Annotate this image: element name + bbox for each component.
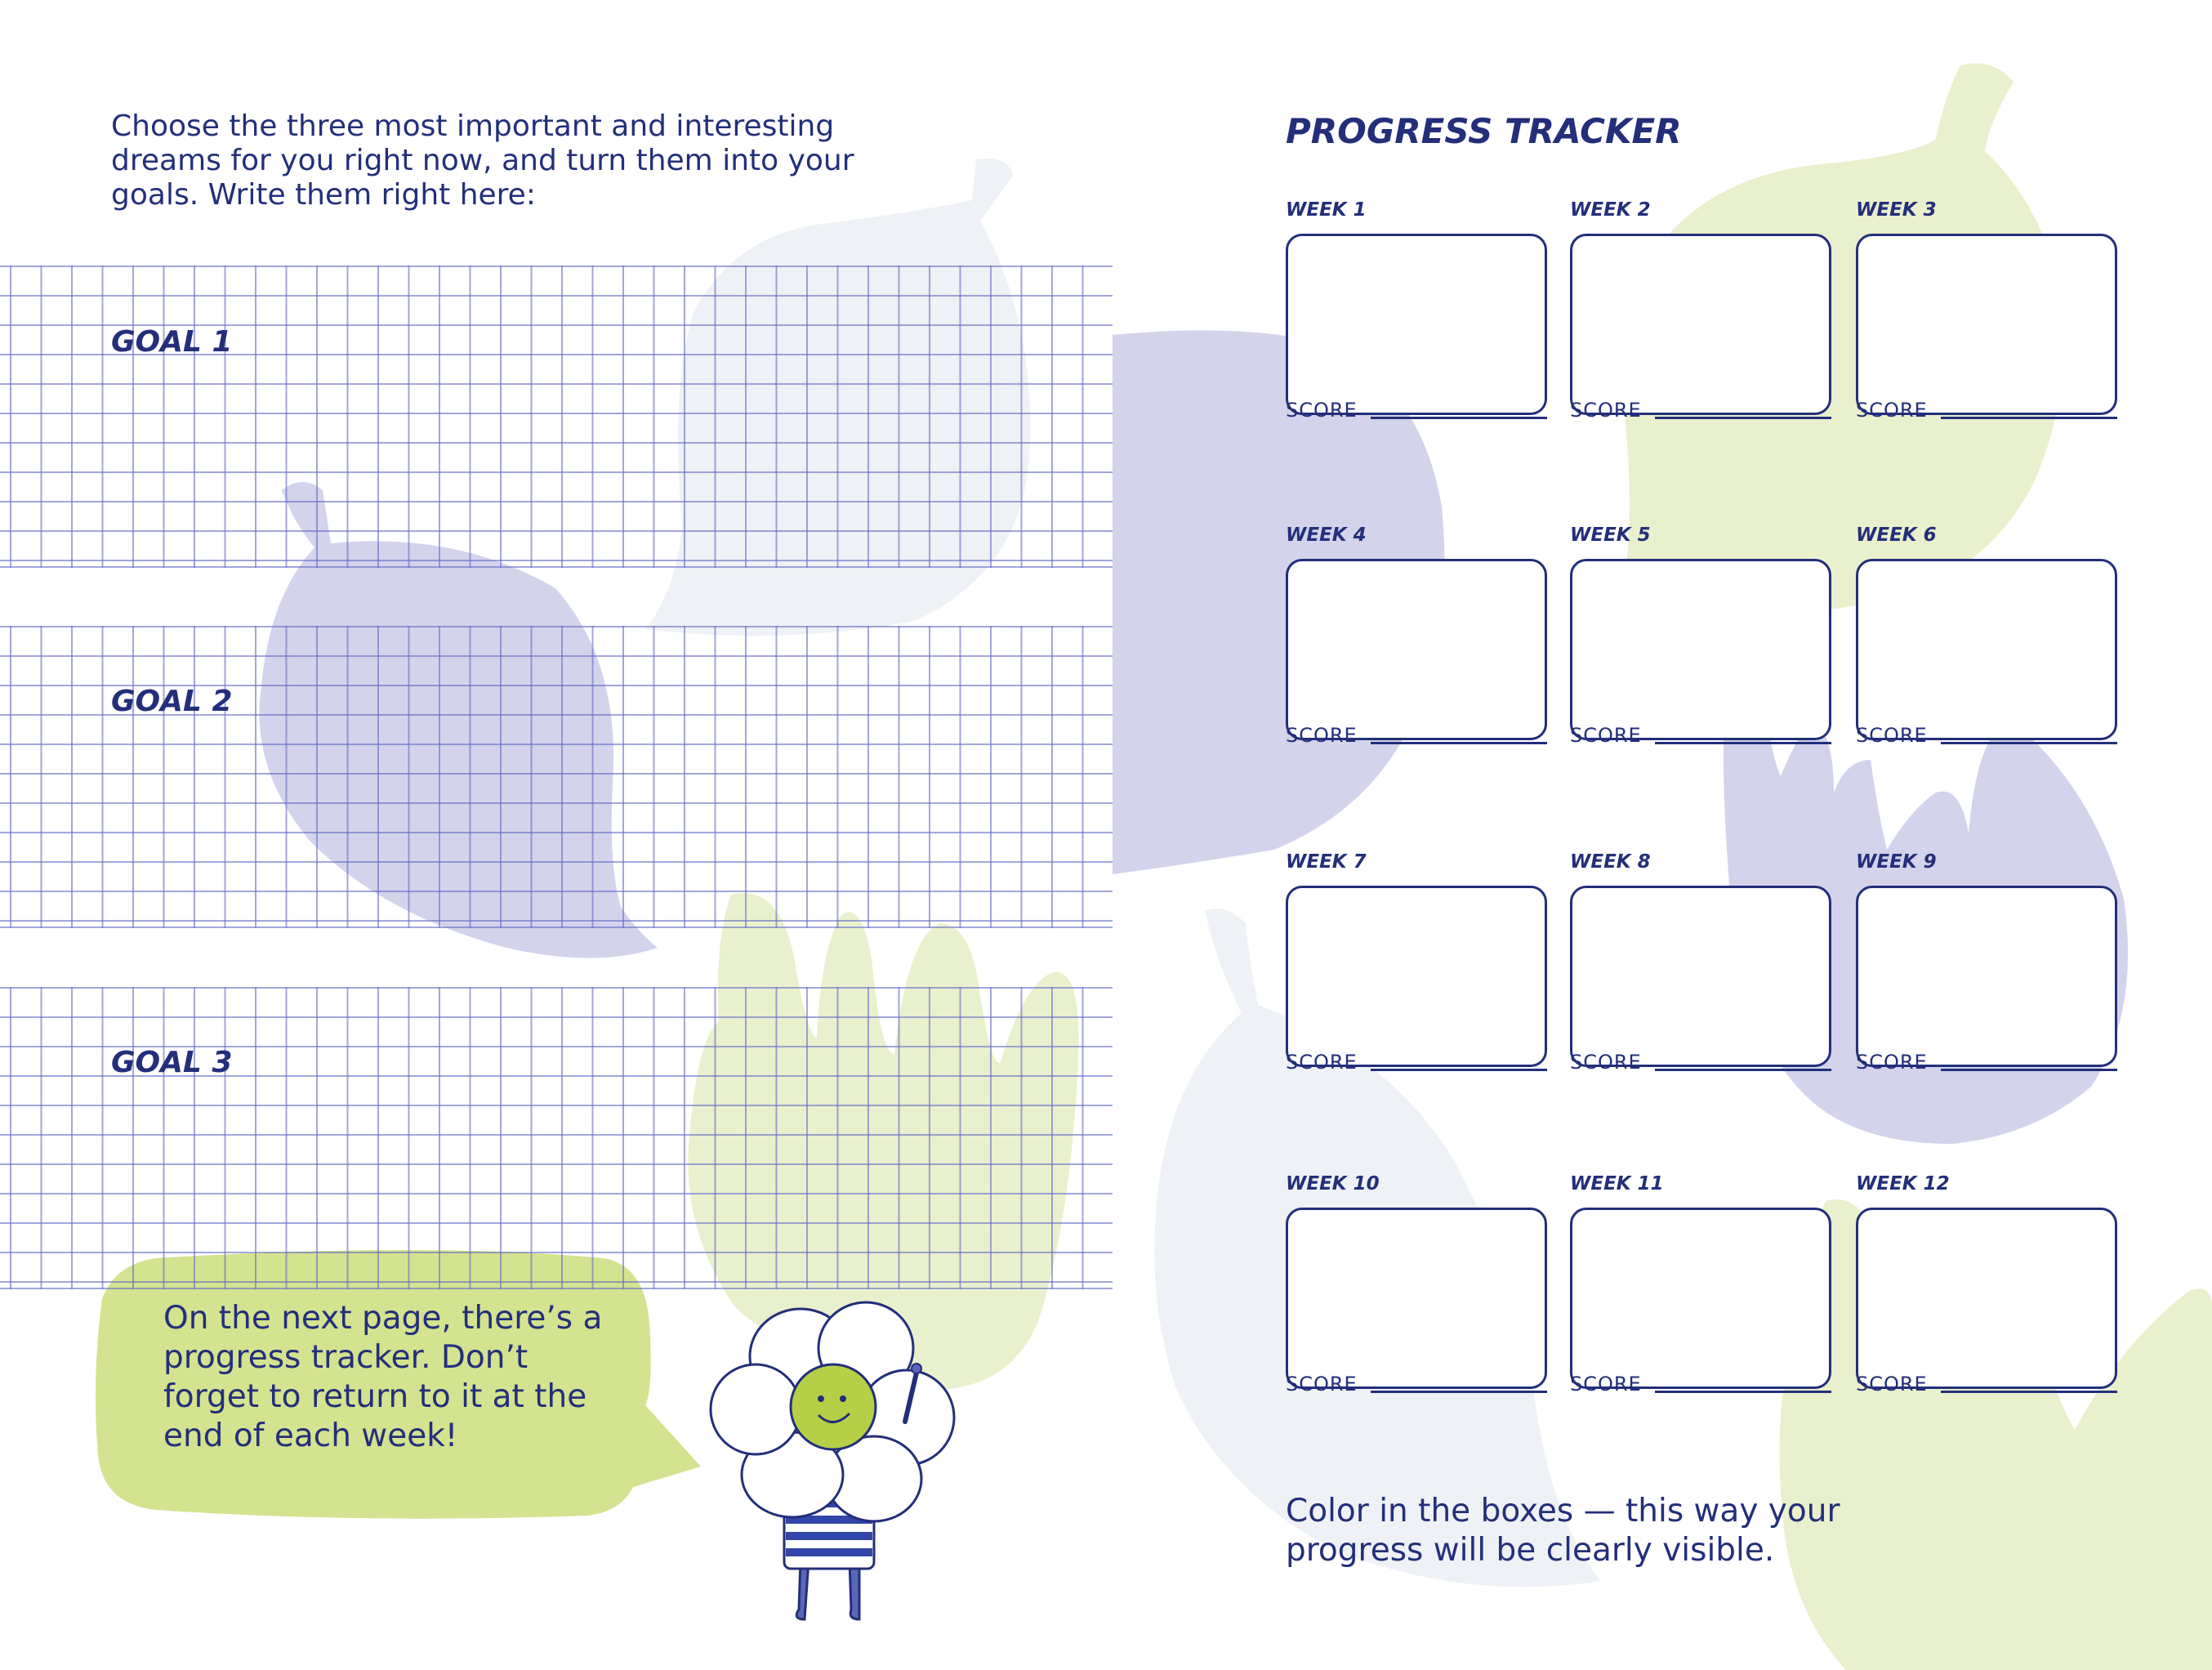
week-label: WEEK 11 (1570, 1173, 1664, 1194)
week-3-cell: WEEK 3 SCORE (1856, 199, 2117, 444)
week-10-box[interactable] (1286, 1208, 1547, 1389)
speech-bubble-text: On the next page, there’s a progress tra… (163, 1300, 603, 1454)
speech-bubble (95, 1250, 701, 1519)
week-12-cell: WEEK 12 SCORE (1856, 1173, 2117, 1418)
flower-character-icon (709, 1301, 956, 1621)
week-label: WEEK 10 (1286, 1173, 1380, 1194)
week-3-box[interactable] (1856, 234, 2117, 415)
week-4-box[interactable] (1286, 559, 1547, 740)
week-6-score-line[interactable] (1941, 742, 2117, 744)
score-label: SCORE (1570, 1051, 1642, 1074)
week-label: WEEK 3 (1856, 199, 1937, 221)
week-3-score-line[interactable] (1941, 417, 2117, 419)
week-1-cell: WEEK 1 SCORE (1286, 199, 1547, 444)
week-label: WEEK 7 (1286, 851, 1367, 873)
progress-tracker-title: PROGRESS TRACKER (1286, 111, 1682, 151)
week-11-score-line[interactable] (1655, 1391, 1831, 1393)
week-7-cell: WEEK 7 SCORE (1286, 851, 1547, 1096)
week-5-score-line[interactable] (1655, 742, 1831, 744)
week-label: WEEK 12 (1856, 1173, 1950, 1194)
week-6-box[interactable] (1856, 559, 2117, 740)
week-label: WEEK 2 (1570, 199, 1651, 221)
score-label: SCORE (1570, 724, 1642, 747)
week-10-score-line[interactable] (1371, 1391, 1547, 1393)
week-7-score-line[interactable] (1371, 1069, 1547, 1071)
week-2-box[interactable] (1570, 234, 1831, 415)
score-label: SCORE (1856, 399, 1928, 422)
week-9-box[interactable] (1856, 886, 2117, 1067)
week-6-cell: WEEK 6 SCORE (1856, 525, 2117, 770)
score-label: SCORE (1570, 1373, 1642, 1395)
week-11-box[interactable] (1570, 1208, 1831, 1389)
score-label: SCORE (1856, 1373, 1928, 1395)
goal-2-writing-area[interactable] (0, 626, 1113, 928)
week-1-score-line[interactable] (1371, 417, 1547, 419)
week-8-cell: WEEK 8 SCORE (1570, 851, 1831, 1096)
goal-2-label: GOAL 2 (111, 685, 233, 718)
week-8-box[interactable] (1570, 886, 1831, 1067)
week-4-score-line[interactable] (1371, 742, 1547, 744)
score-label: SCORE (1286, 1373, 1358, 1395)
intro-text: Choose the three most important and inte… (111, 109, 854, 212)
week-11-cell: WEEK 11 SCORE (1570, 1173, 1831, 1418)
week-8-score-line[interactable] (1655, 1069, 1831, 1071)
week-2-score-line[interactable] (1655, 417, 1831, 419)
goal-1-writing-area[interactable] (0, 266, 1113, 568)
week-4-cell: WEEK 4 SCORE (1286, 525, 1547, 770)
week-2-cell: WEEK 2 SCORE (1570, 199, 1831, 444)
week-label: WEEK 6 (1856, 525, 1937, 546)
week-9-cell: WEEK 9 SCORE (1856, 851, 2117, 1096)
goal-3-writing-area[interactable] (0, 987, 1113, 1289)
score-label: SCORE (1286, 399, 1358, 422)
week-9-score-line[interactable] (1941, 1069, 2117, 1071)
week-1-box[interactable] (1286, 234, 1547, 415)
score-label: SCORE (1856, 1051, 1928, 1074)
week-5-box[interactable] (1570, 559, 1831, 740)
week-label: WEEK 8 (1570, 851, 1651, 873)
week-5-cell: WEEK 5 SCORE (1570, 525, 1831, 770)
week-12-box[interactable] (1856, 1208, 2117, 1389)
score-label: SCORE (1286, 1051, 1358, 1074)
week-label: WEEK 4 (1286, 525, 1367, 546)
week-label: WEEK 9 (1856, 851, 1937, 873)
lime-leaf-right-top (1624, 63, 2063, 615)
footer-note: Color in the boxes — this way your progr… (1286, 1493, 1840, 1569)
score-label: SCORE (1286, 724, 1358, 747)
score-label: SCORE (1856, 724, 1928, 747)
week-10-cell: WEEK 10 SCORE (1286, 1173, 1547, 1418)
score-label: SCORE (1570, 399, 1642, 422)
week-label: WEEK 5 (1570, 525, 1651, 546)
week-7-box[interactable] (1286, 886, 1547, 1067)
goal-3-label: GOAL 3 (111, 1046, 233, 1079)
week-label: WEEK 1 (1286, 199, 1367, 221)
goal-1-label: GOAL 1 (111, 325, 233, 359)
week-12-score-line[interactable] (1941, 1391, 2117, 1393)
